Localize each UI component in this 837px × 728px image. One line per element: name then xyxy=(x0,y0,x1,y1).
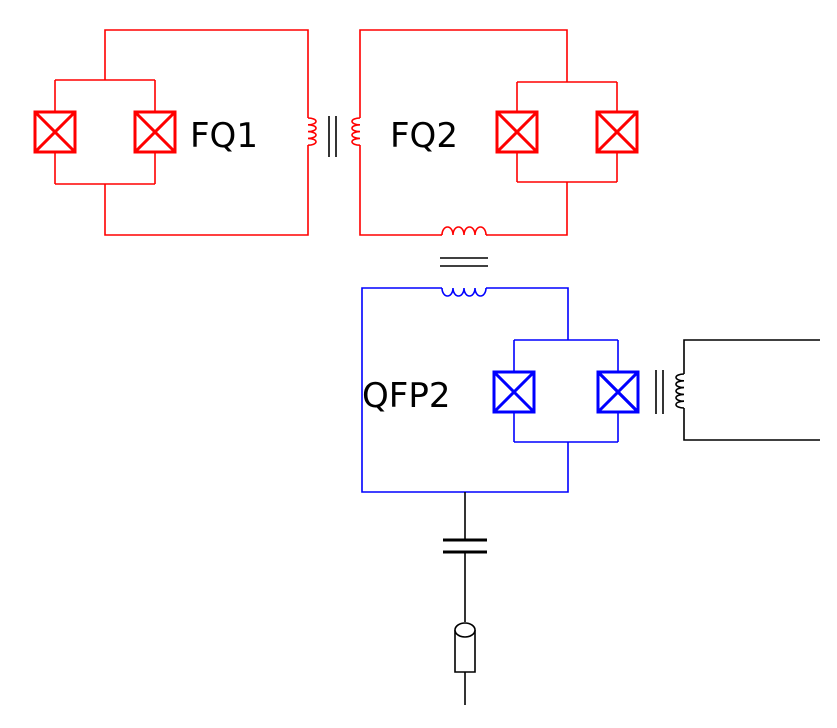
fq1-junction-left xyxy=(33,110,77,154)
qfp2-label: QFP2 xyxy=(362,376,450,416)
flux-bias-line xyxy=(683,339,820,441)
fq1-loop xyxy=(54,29,309,236)
resonator xyxy=(454,622,476,673)
qfp2-inductor xyxy=(441,287,487,297)
flux-bias-inductor xyxy=(675,373,685,409)
qfp-bias-coupling-core xyxy=(655,370,664,414)
fq-coupling-core xyxy=(328,116,337,157)
fq1-label: FQ1 xyxy=(190,116,258,156)
qfp2-junction-right xyxy=(596,370,640,414)
fq2-qfp-coupling-core xyxy=(440,257,488,267)
fq2-loop xyxy=(359,29,618,236)
qfp2-loop xyxy=(361,287,619,493)
fq1-coupling-inductor xyxy=(307,117,317,146)
fq2-coupling-inductor xyxy=(351,117,361,146)
qfp2-junction-left xyxy=(492,370,536,414)
fq2-qfp-coupling-inductor xyxy=(440,226,488,236)
fq2-label: FQ2 xyxy=(390,116,458,156)
fq2-junction-left xyxy=(495,110,539,154)
capacitor xyxy=(443,538,487,554)
fq2-junction-right xyxy=(595,110,639,154)
fq1-junction-right xyxy=(133,110,177,154)
